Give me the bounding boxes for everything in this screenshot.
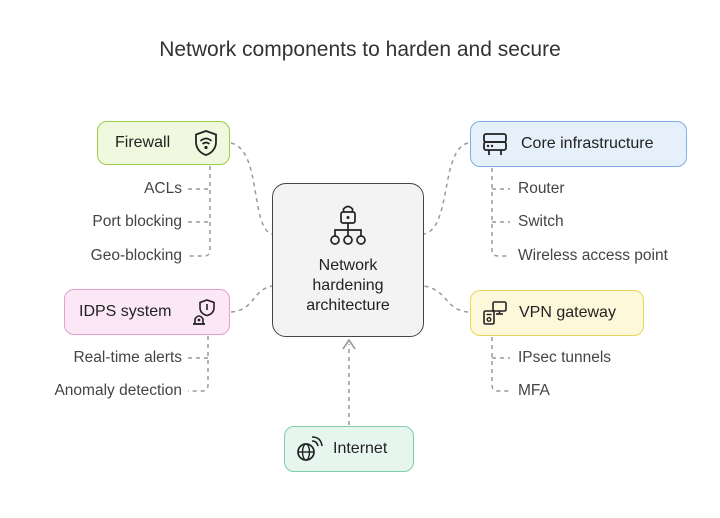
connector-idps [230,285,273,313]
vpn-gateway-label: VPN gateway [519,304,616,321]
core-item: Wireless access point [518,247,668,264]
connector-core-items [491,168,510,257]
center-node: Network hardening architecture [272,183,424,337]
connector-core [423,142,469,235]
idps-node: IDPS system [64,289,230,335]
connector-vpn [423,285,469,313]
firewall-node: Firewall [97,121,230,165]
core-infrastructure-node: Core infrastructure [470,121,687,167]
network-lock-icon [328,204,368,246]
arrowhead-icon [342,338,356,350]
connector-firewall [230,142,273,235]
vpn-item: IPsec tunnels [518,349,612,366]
alarm-shield-icon [189,297,219,327]
vpn-gateway-node: VPN gateway [470,290,644,336]
firewall-item: Geo-blocking [90,247,182,264]
vpn-item: MFA [518,382,550,399]
idps-label: IDPS system [79,303,172,320]
firewall-item: Port blocking [92,213,182,230]
firewall-label: Firewall [115,134,171,151]
core-infrastructure-label: Core infrastructure [521,135,654,152]
shield-wifi-icon [193,129,219,157]
core-item: Switch [518,213,564,230]
globe-signal-icon [295,435,323,463]
connector-idps-items [188,336,209,392]
firewall-item: ACLs [144,180,182,197]
server-icon [481,131,509,157]
diagram-title: Network components to harden and secure [159,38,561,61]
connector-firewall-items [188,166,211,257]
vpn-devices-icon [481,299,509,327]
idps-item: Anomaly detection [54,382,182,399]
internet-label: Internet [333,440,388,457]
internet-node: Internet [284,426,414,472]
core-item: Router [518,180,565,197]
center-label: Network hardening architecture [306,257,390,314]
idps-item: Real-time alerts [73,349,182,366]
connector-vpn-items [491,337,510,392]
